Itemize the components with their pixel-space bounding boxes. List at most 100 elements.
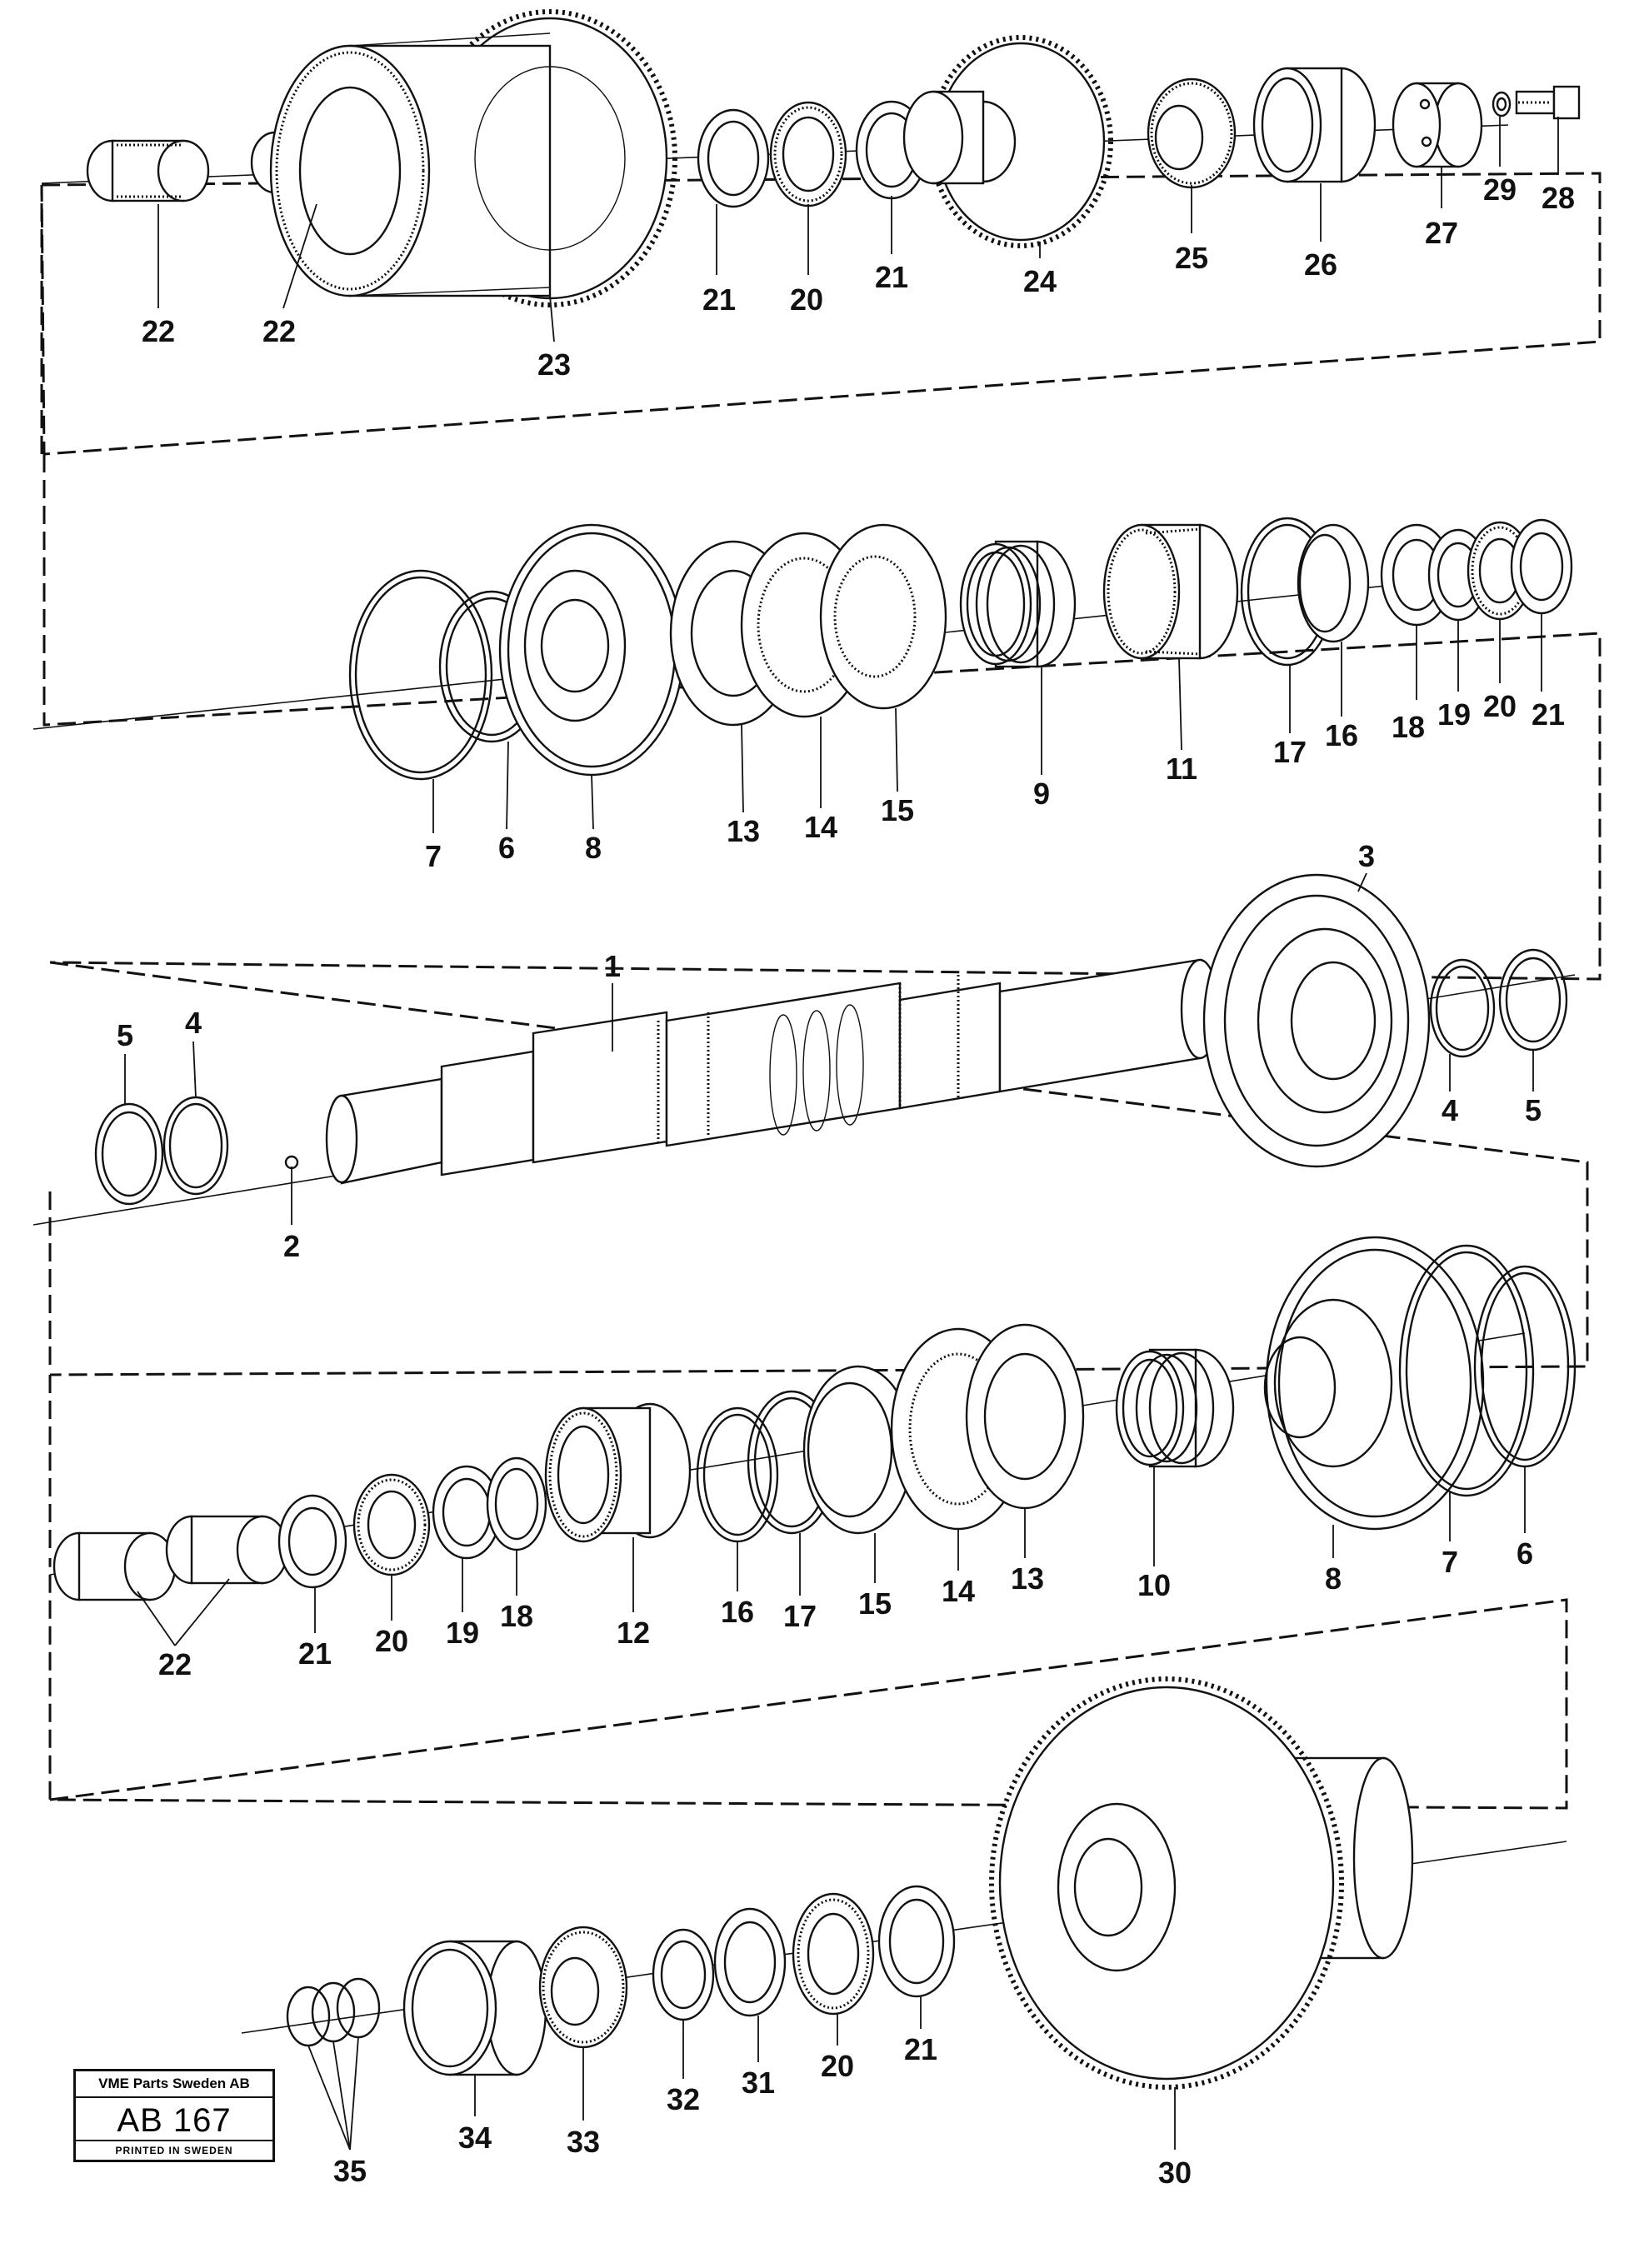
part-1-main-shaft — [325, 958, 1220, 1185]
callout-6: 6 — [498, 831, 515, 865]
part-22-needle-bearing-a — [86, 139, 210, 202]
part-10-spring — [1115, 1348, 1235, 1468]
callout-7: 7 — [1442, 1545, 1458, 1579]
callout-20: 20 — [790, 282, 823, 317]
part-21-thrust-washer-a — [697, 108, 770, 208]
part-21-thrust-washer-c — [1510, 518, 1573, 615]
callout-2: 2 — [283, 1229, 300, 1263]
callout-7: 7 — [425, 839, 442, 873]
part-29-washer — [1492, 91, 1512, 117]
callout-19: 19 — [1437, 697, 1471, 732]
section-frames — [40, 172, 1602, 1810]
callout-31: 31 — [742, 2066, 775, 2100]
callout-16: 16 — [721, 1595, 754, 1629]
part-8-piston-b — [1263, 1236, 1485, 1531]
callouts-row3: 5 4 2 1 3 4 5 — [117, 839, 1542, 1263]
callout-5: 5 — [117, 1018, 133, 1052]
part-2-ball — [284, 1155, 299, 1170]
row2-parts — [32, 517, 1573, 781]
callout-20: 20 — [1483, 689, 1517, 723]
callout-21: 21 — [904, 2032, 937, 2066]
part-3-bearing-housing — [1202, 872, 1431, 1168]
callout-35: 35 — [333, 2154, 367, 2188]
callout-9: 9 — [1033, 777, 1050, 811]
callout-26: 26 — [1304, 247, 1337, 282]
part-16-retainer-b — [696, 1406, 779, 1543]
callout-22: 22 — [262, 314, 296, 348]
callout-34: 34 — [458, 2121, 492, 2155]
part-20-thrust-bearing-a — [769, 101, 847, 207]
callout-15: 15 — [858, 1586, 892, 1621]
callout-14: 14 — [804, 810, 837, 844]
part-13-clutch-disc-b — [965, 1323, 1085, 1510]
part-22-needle-bearing-c — [52, 1531, 177, 1601]
row1-parts — [41, 9, 1581, 307]
callout-6: 6 — [1517, 1536, 1533, 1571]
part-24-gear — [902, 35, 1113, 248]
callout-29: 29 — [1483, 172, 1517, 207]
part-21-thrust-washer-e — [877, 1885, 956, 1998]
callout-11: 11 — [1166, 752, 1197, 786]
part-18-spacer — [486, 1456, 547, 1551]
callout-1: 1 — [604, 949, 621, 983]
callout-23: 23 — [537, 347, 571, 382]
part-26-bearing-cup — [1252, 67, 1377, 183]
part-34-bearing-cup — [402, 1940, 547, 2076]
stamp-diagram-code: AB 167 — [117, 2102, 232, 2139]
frame-row4-row5 — [48, 1375, 1568, 1810]
callout-16: 16 — [1325, 718, 1358, 752]
part-4-snap-ring-a — [162, 1096, 229, 1196]
part-28-screw — [1515, 85, 1581, 120]
callout-18: 18 — [500, 1599, 533, 1633]
frame-row2-row3 — [42, 454, 1602, 981]
callouts-row4: 22 21 20 19 18 12 16 17 15 14 13 10 8 7 … — [137, 1466, 1533, 1681]
callout-8: 8 — [585, 831, 602, 865]
row5-parts — [241, 1676, 1567, 2150]
part-35-shims — [286, 1977, 381, 2047]
part-25-roller-bearing-cone — [1147, 77, 1237, 189]
part-31-race — [713, 1907, 787, 2017]
row4-parts — [49, 1236, 1577, 1601]
callout-15: 15 — [881, 793, 914, 827]
callout-22: 22 — [158, 1647, 192, 1681]
row3-parts — [32, 872, 1576, 1226]
callout-14: 14 — [942, 1574, 975, 1608]
part-20-thrust-bearing-c — [352, 1473, 431, 1576]
callout-21: 21 — [702, 282, 736, 317]
part-9-spring — [959, 540, 1077, 668]
part-5-shim-a — [94, 1102, 164, 1206]
callout-22: 22 — [142, 314, 175, 348]
callout-17: 17 — [783, 1599, 817, 1633]
callout-19: 19 — [446, 1616, 479, 1650]
part-15-clutch-plate-b — [802, 1365, 914, 1535]
part-11-splined-hub — [1102, 523, 1239, 660]
callout-33: 33 — [567, 2125, 600, 2159]
callout-28: 28 — [1542, 181, 1575, 215]
callout-20: 20 — [375, 1624, 408, 1658]
part-32-washer — [652, 1928, 715, 2021]
callout-32: 32 — [667, 2082, 700, 2116]
callout-4: 4 — [1442, 1093, 1458, 1127]
callouts-row5: 35 34 33 32 31 20 21 30 — [307, 1996, 1192, 2190]
part-22-needle-bearing-d — [165, 1515, 289, 1585]
part-19-washer-b — [432, 1465, 502, 1560]
callout-21: 21 — [1532, 697, 1565, 732]
callout-5: 5 — [1525, 1093, 1542, 1127]
part-7-snap-ring-b — [1398, 1244, 1535, 1497]
part-21-thrust-washer-d — [277, 1494, 347, 1589]
callout-18: 18 — [1392, 710, 1425, 744]
callout-20: 20 — [821, 2049, 854, 2083]
callout-30: 30 — [1158, 2156, 1192, 2190]
callout-13: 13 — [1011, 1561, 1044, 1596]
part-33-roller-bearing-cone — [538, 1926, 628, 2049]
callout-24: 24 — [1023, 264, 1057, 298]
part-5-shim-b — [1498, 948, 1568, 1052]
callouts-row2: 7 6 8 13 14 15 9 11 17 16 18 19 20 21 — [425, 613, 1565, 873]
callout-8: 8 — [1325, 1561, 1342, 1596]
callouts-row1: 22 22 23 21 20 21 24 25 26 27 29 28 — [142, 117, 1575, 382]
callout-10: 10 — [1137, 1568, 1171, 1602]
part-7-snap-ring — [348, 569, 493, 781]
part-12-splined-hub — [544, 1402, 692, 1543]
callout-25: 25 — [1175, 241, 1208, 275]
